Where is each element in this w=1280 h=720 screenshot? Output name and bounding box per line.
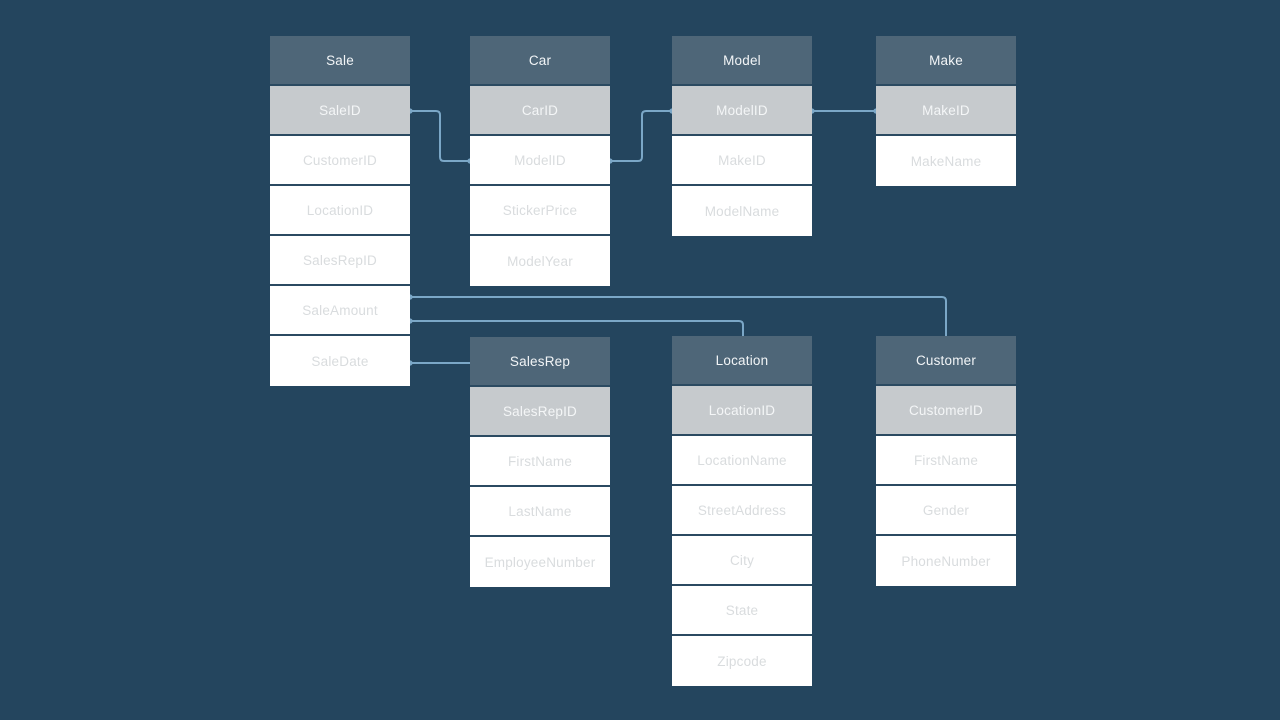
entity-field-customer-firstname[interactable]: FirstName	[876, 436, 1016, 486]
entity-field-sale-saledate[interactable]: SaleDate	[270, 336, 410, 386]
entity-field-model-modelname[interactable]: ModelName	[672, 186, 812, 236]
connector-car-sale	[409, 110, 471, 162]
entity-table-title-location: Location	[672, 336, 812, 386]
entity-field-sale-salesrepid[interactable]: SalesRepID	[270, 236, 410, 286]
entity-field-customer-gender[interactable]: Gender	[876, 486, 1016, 536]
entity-field-car-carid[interactable]: CarID	[470, 86, 610, 136]
entity-table-title-make: Make	[876, 36, 1016, 86]
entity-table-title-car: Car	[470, 36, 610, 86]
entity-field-make-makename[interactable]: MakeName	[876, 136, 1016, 186]
entity-table-title-customer: Customer	[876, 336, 1016, 386]
entity-field-location-zipcode[interactable]: Zipcode	[672, 636, 812, 686]
entity-field-make-makeid[interactable]: MakeID	[876, 86, 1016, 136]
connector-sale-location	[409, 320, 744, 337]
entity-field-customer-customerid[interactable]: CustomerID	[876, 386, 1016, 436]
entity-field-sale-locationid[interactable]: LocationID	[270, 186, 410, 236]
connector-model-car	[609, 110, 673, 162]
entity-field-sale-customerid[interactable]: CustomerID	[270, 136, 410, 186]
entity-field-salesrep-salesrepid[interactable]: SalesRepID	[470, 387, 610, 437]
entity-field-location-locationname[interactable]: LocationName	[672, 436, 812, 486]
entity-table-title-salesrep: SalesRep	[470, 337, 610, 387]
entity-field-salesrep-firstname[interactable]: FirstName	[470, 437, 610, 487]
entity-field-model-makeid[interactable]: MakeID	[672, 136, 812, 186]
entity-table-title-sale: Sale	[270, 36, 410, 86]
entity-field-location-streetaddress[interactable]: StreetAddress	[672, 486, 812, 536]
entity-field-location-state[interactable]: State	[672, 586, 812, 636]
entity-field-salesrep-employeenumber[interactable]: EmployeeNumber	[470, 537, 610, 587]
entity-field-sale-saleid[interactable]: SaleID	[270, 86, 410, 136]
entity-field-model-modelid[interactable]: ModelID	[672, 86, 812, 136]
entity-field-car-modelid[interactable]: ModelID	[470, 136, 610, 186]
entity-field-car-modelyear[interactable]: ModelYear	[470, 236, 610, 286]
entity-field-car-stickerprice[interactable]: StickerPrice	[470, 186, 610, 236]
entity-field-sale-saleamount[interactable]: SaleAmount	[270, 286, 410, 336]
entity-field-location-city[interactable]: City	[672, 536, 812, 586]
entity-field-customer-phonenumber[interactable]: PhoneNumber	[876, 536, 1016, 586]
connector-sale-customer	[409, 296, 947, 337]
entity-field-salesrep-lastname[interactable]: LastName	[470, 487, 610, 537]
entity-field-location-locationid[interactable]: LocationID	[672, 386, 812, 436]
entity-table-title-model: Model	[672, 36, 812, 86]
